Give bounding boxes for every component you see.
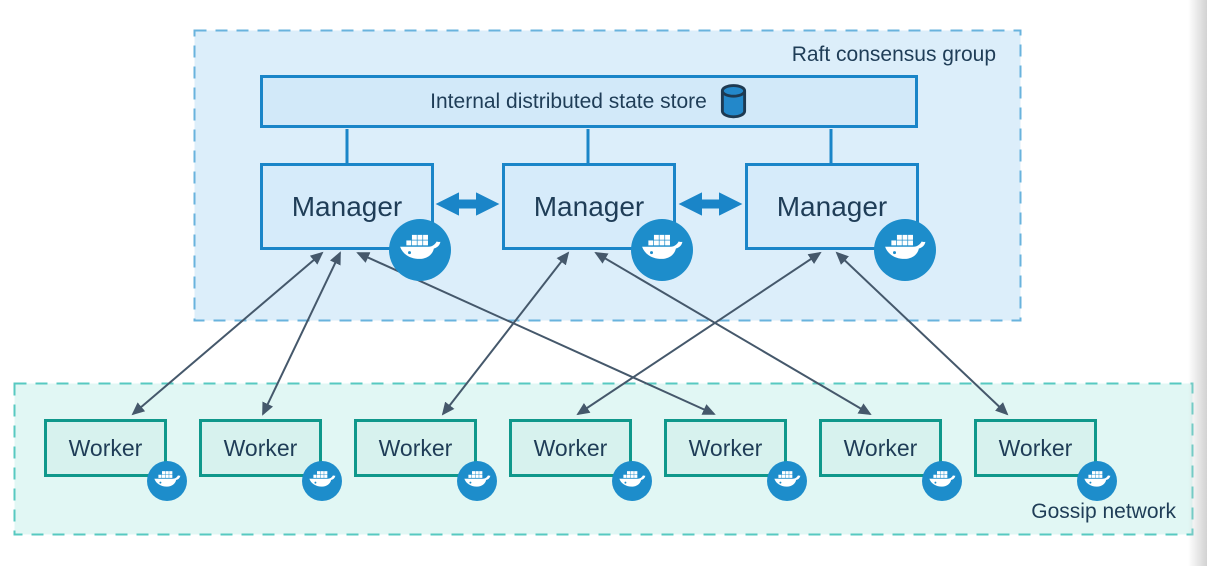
raft-group-label: Raft consensus group	[791, 43, 996, 66]
worker-6-node: Worker	[819, 419, 962, 501]
manager-3-label: Manager	[776, 190, 888, 222]
docker-whale-icon	[767, 461, 807, 501]
worker-7-node: Worker	[974, 419, 1117, 501]
docker-whale-icon	[302, 461, 342, 501]
worker-2-node: Worker	[199, 419, 342, 501]
docker-whale-icon	[1077, 461, 1117, 501]
worker-6-label: Worker	[843, 434, 918, 461]
docker-whale-icon	[389, 219, 451, 281]
worker-5-node: Worker	[664, 419, 807, 501]
worker-1-label: Worker	[68, 434, 143, 461]
arrow-manager1-worker2	[262, 251, 341, 416]
database-cylinder-icon	[720, 84, 746, 119]
worker-2-label: Worker	[223, 434, 298, 461]
arrow-manager2-worker6	[594, 252, 872, 415]
manager-1-label: Manager	[291, 190, 403, 222]
docker-whale-icon	[874, 219, 936, 281]
manager-2-node: Manager	[502, 163, 693, 281]
docker-whale-icon	[631, 219, 693, 281]
arrow-manager3-worker4	[576, 251, 822, 416]
manager-2-label: Manager	[533, 190, 645, 222]
arrow-manager3-worker7	[835, 251, 1009, 416]
worker-3-node: Worker	[354, 419, 497, 501]
arrow-manager1-worker1	[131, 251, 324, 416]
worker-4-node: Worker	[509, 419, 652, 501]
state-store-label: Internal distributed state store	[430, 90, 707, 113]
arrow-manager2-worker3	[441, 251, 570, 416]
manager-worker-arrows	[131, 251, 1009, 416]
store-manager-connectors	[345, 129, 833, 164]
worker-3-label: Worker	[378, 434, 453, 461]
manager-3-node: Manager	[745, 163, 936, 281]
gossip-network-label: Gossip network	[1031, 500, 1176, 523]
docker-whale-icon	[612, 461, 652, 501]
docker-whale-icon	[457, 461, 497, 501]
worker-4-label: Worker	[533, 434, 608, 461]
state-store-node: Internal distributed state store	[260, 75, 918, 128]
worker-1-node: Worker	[44, 419, 187, 501]
manager-1-node: Manager	[260, 163, 451, 281]
worker-5-label: Worker	[688, 434, 763, 461]
page-edge-shade	[1188, 0, 1207, 566]
docker-whale-icon	[922, 461, 962, 501]
worker-7-label: Worker	[998, 434, 1073, 461]
docker-whale-icon	[147, 461, 187, 501]
